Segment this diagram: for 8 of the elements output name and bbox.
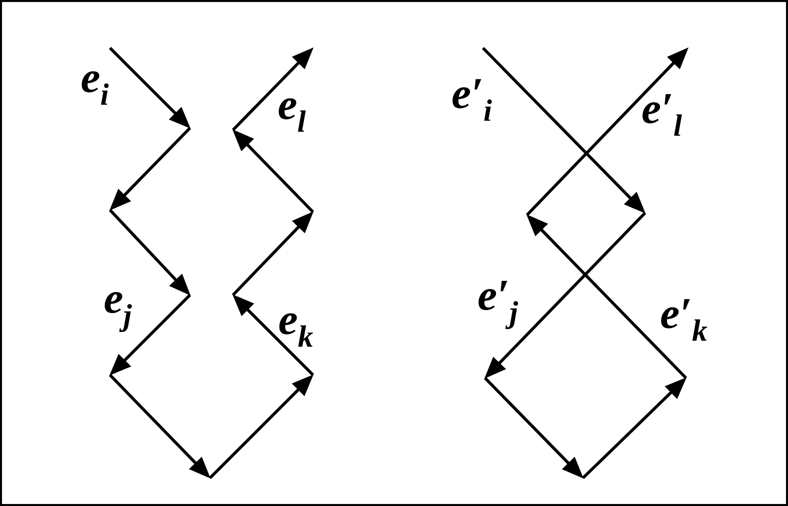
math-label: e$_{j}$ (104, 292, 132, 332)
math-label: e′$_{k}$ (661, 299, 708, 341)
math-label: e′$_{i}$ (452, 79, 492, 121)
math-label: e$_{l}$ (278, 98, 306, 132)
math-label: e′$_{j}$ (478, 280, 518, 330)
math-label: e$_{k}$ (279, 313, 313, 347)
math-label: e$_{i}$ (82, 71, 109, 105)
math-label: e′$_{l}$ (642, 94, 682, 136)
